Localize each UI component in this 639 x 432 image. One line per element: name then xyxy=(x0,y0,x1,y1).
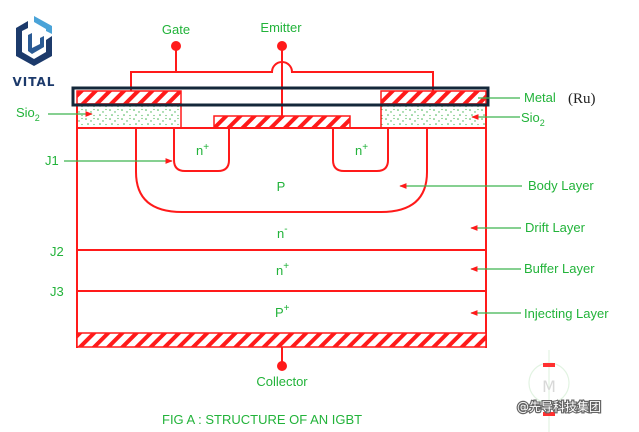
vital-logo: VITAL xyxy=(13,16,56,89)
j2-label: J2 xyxy=(50,244,64,259)
j1-label: J1 xyxy=(45,153,59,168)
metal-highlight-box xyxy=(71,86,490,107)
metal-label: Metal xyxy=(524,90,556,105)
metal-note: (Ru) xyxy=(568,91,596,107)
body-layer-label: Body Layer xyxy=(528,178,594,193)
watermark-icon-letter: M xyxy=(542,377,556,396)
watermark: M @先导科技集团 xyxy=(516,350,602,432)
n-plus-well-right xyxy=(332,128,389,172)
figure-caption: FIG A : STRUCTURE OF AN IGBT xyxy=(162,412,362,427)
p-body-label: P xyxy=(277,179,286,194)
sio2-right-label: Sio2 xyxy=(521,110,545,128)
collector-label: Collector xyxy=(256,374,308,389)
collector-metal xyxy=(76,332,487,348)
buffer-layer-label: Buffer Layer xyxy=(524,261,595,276)
n-drift-label: n- xyxy=(277,224,288,241)
logo-shape-dark xyxy=(16,21,52,66)
n-plus-right-label: n+ xyxy=(355,142,368,158)
injecting-layer-label: Injecting Layer xyxy=(524,306,609,321)
p-body-well xyxy=(135,128,428,213)
substrate-outline xyxy=(76,104,487,348)
emitter-label: Emitter xyxy=(260,20,302,35)
oxide-left xyxy=(76,103,182,129)
logo-text: VITAL xyxy=(13,75,56,89)
j3-label: J3 xyxy=(50,284,64,299)
logo-shape-light xyxy=(34,16,52,34)
watermark-mark-top xyxy=(543,363,555,367)
sio2-left-label: Sio2 xyxy=(16,105,40,123)
oxide-right xyxy=(380,103,487,129)
n-plus-left-label: n+ xyxy=(196,142,209,158)
n-plus-well-left xyxy=(173,128,230,172)
watermark-text: @先导科技集团 xyxy=(517,399,601,414)
emitter-metal xyxy=(213,115,351,129)
drift-layer-label: Drift Layer xyxy=(525,220,586,235)
p-inject-label: P+ xyxy=(275,303,290,320)
collector-terminal[interactable] xyxy=(277,361,287,371)
gate-metal-right xyxy=(380,90,487,105)
n-buffer-label: n+ xyxy=(276,261,289,278)
gate-metal-left xyxy=(76,90,182,105)
gate-label: Gate xyxy=(162,22,190,37)
logo-shape-inner xyxy=(28,33,44,54)
watermark-mark-bottom xyxy=(543,412,555,416)
